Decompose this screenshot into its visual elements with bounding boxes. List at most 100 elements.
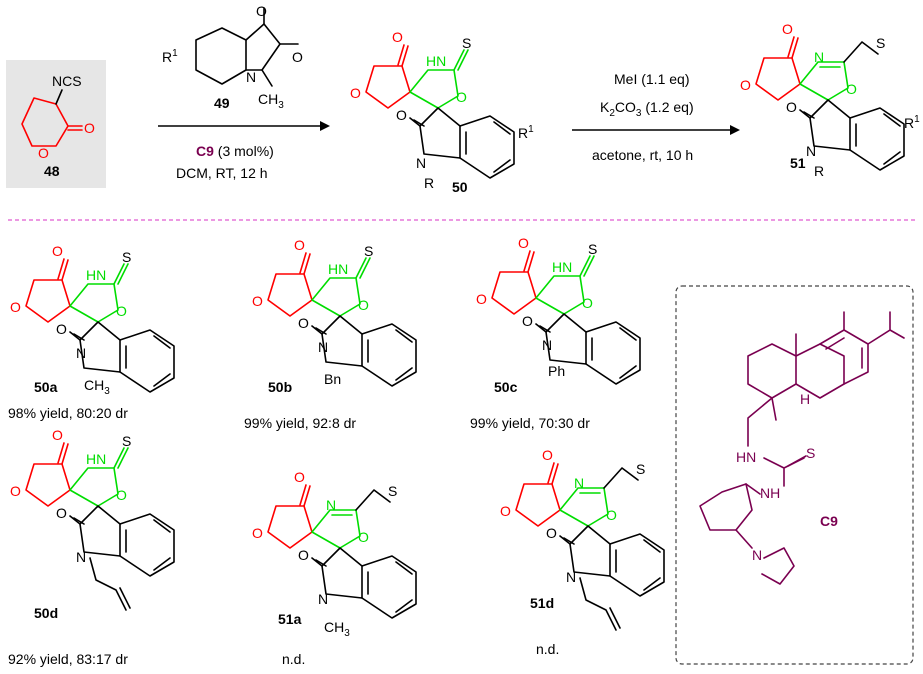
svg-text:R1: R1 bbox=[518, 124, 534, 141]
svg-text:O: O bbox=[476, 291, 487, 307]
compound-label-50b: 50b bbox=[268, 379, 292, 395]
result-50b: 99% yield, 92:8 dr bbox=[244, 415, 356, 431]
atom-o-ring-48: O bbox=[38, 145, 49, 161]
atom-ch3-isatin: CH3 bbox=[258, 91, 284, 111]
svg-text:O: O bbox=[298, 547, 309, 563]
catalyst-box bbox=[675, 285, 914, 665]
compound-label-51: 51 bbox=[790, 155, 806, 171]
svg-text:O: O bbox=[782, 21, 793, 37]
structure-c9: H HN S NH N bbox=[699, 311, 905, 585]
structure-50d: O O HN S O O N bbox=[10, 427, 175, 611]
structure-50b: O O HN S O O N Bn bbox=[252, 237, 417, 387]
atom-n-isatin: N bbox=[246, 69, 256, 85]
svg-text:O: O bbox=[116, 487, 127, 503]
svg-text:N: N bbox=[752, 547, 762, 563]
svg-text:O: O bbox=[298, 315, 309, 331]
result-50c: 99% yield, 70:30 dr bbox=[470, 415, 590, 431]
svg-text:S: S bbox=[122, 433, 131, 449]
svg-text:HN: HN bbox=[552, 259, 572, 275]
svg-text:N: N bbox=[76, 345, 86, 361]
svg-text:HN: HN bbox=[86, 267, 106, 283]
svg-text:S: S bbox=[636, 461, 645, 477]
svg-text:HN: HN bbox=[736, 449, 756, 465]
compound-label-50d: 50d bbox=[34, 605, 58, 621]
svg-text:O: O bbox=[500, 503, 511, 519]
svg-text:S: S bbox=[462, 35, 471, 51]
atom-o-isatin-2: O bbox=[292, 49, 303, 65]
svg-text:O: O bbox=[252, 525, 263, 541]
svg-text:N: N bbox=[416, 155, 426, 171]
result-50d: 92% yield, 83:17 dr bbox=[8, 651, 128, 667]
svg-text:O: O bbox=[582, 295, 593, 311]
svg-text:N: N bbox=[806, 143, 816, 159]
step1-catalyst: C9 (3 mol%) bbox=[196, 143, 274, 159]
structure-49: O O N CH3 R1 bbox=[162, 3, 303, 111]
atom-o-isatin-3: O bbox=[256, 3, 267, 19]
svg-text:O: O bbox=[740, 77, 751, 93]
svg-text:S: S bbox=[388, 483, 397, 499]
svg-text:HN: HN bbox=[86, 451, 106, 467]
svg-text:O: O bbox=[358, 297, 369, 313]
svg-text:O: O bbox=[518, 235, 529, 251]
svg-text:O: O bbox=[252, 293, 263, 309]
svg-text:O: O bbox=[56, 505, 67, 521]
structure-48: NCS O O bbox=[21, 73, 95, 161]
svg-text:O: O bbox=[52, 243, 63, 259]
svg-text:HN: HN bbox=[426, 53, 446, 69]
svg-text:N: N bbox=[318, 339, 328, 355]
compound-label-50c: 50c bbox=[494, 379, 518, 395]
compound-label-48: 48 bbox=[44, 163, 60, 179]
atom-r1-isatin: R1 bbox=[162, 48, 178, 65]
svg-text:O: O bbox=[606, 507, 617, 523]
svg-text:O: O bbox=[350, 85, 361, 101]
structure-50: O O HN S O O N R R1 bbox=[350, 29, 534, 191]
compound-label-49: 49 bbox=[214, 95, 230, 111]
svg-text:O: O bbox=[116, 303, 127, 319]
svg-text:S: S bbox=[588, 241, 597, 257]
svg-text:O: O bbox=[542, 447, 553, 463]
svg-text:Ph: Ph bbox=[548, 363, 565, 379]
svg-text:O: O bbox=[546, 525, 557, 541]
svg-text:O: O bbox=[846, 81, 857, 97]
svg-text:NH: NH bbox=[760, 485, 780, 501]
structure-51a: O O N S O O N CH3 bbox=[252, 469, 417, 639]
svg-text:O: O bbox=[52, 427, 63, 443]
svg-text:S: S bbox=[876, 35, 885, 51]
svg-text:N: N bbox=[542, 337, 552, 353]
step1-conditions: DCM, RT, 12 h bbox=[176, 165, 268, 181]
compound-label-50a: 50a bbox=[34, 379, 58, 395]
svg-text:O: O bbox=[358, 529, 369, 545]
compound-label-50: 50 bbox=[452, 179, 468, 195]
svg-text:CH3: CH3 bbox=[324, 619, 350, 639]
compound-label-c9: C9 bbox=[820, 513, 838, 529]
svg-text:O: O bbox=[10, 299, 21, 315]
svg-text:N: N bbox=[814, 49, 824, 65]
svg-text:S: S bbox=[122, 249, 131, 265]
arrow-head-2 bbox=[730, 125, 740, 135]
svg-text:CH3: CH3 bbox=[84, 377, 110, 397]
step2-conditions: acetone, rt, 10 h bbox=[592, 147, 693, 163]
result-51a: n.d. bbox=[282, 651, 305, 667]
compound-label-51d: 51d bbox=[530, 595, 554, 611]
atom-ncs: NCS bbox=[52, 73, 82, 89]
atom-o-carbonyl-48: O bbox=[84, 120, 95, 136]
svg-text:O: O bbox=[396, 107, 407, 123]
svg-text:H: H bbox=[800, 391, 810, 407]
svg-text:HN: HN bbox=[328, 261, 348, 277]
arrow-head-1 bbox=[320, 121, 330, 131]
svg-text:N: N bbox=[318, 591, 328, 607]
result-51d: n.d. bbox=[536, 641, 559, 657]
svg-text:O: O bbox=[392, 29, 403, 45]
step2-reagent2: K2CO3 (1.2 eq) bbox=[600, 99, 694, 119]
svg-text:O: O bbox=[294, 469, 305, 485]
step2-reagent1: MeI (1.1 eq) bbox=[614, 71, 689, 87]
svg-text:N: N bbox=[574, 475, 584, 491]
compound-label-51a: 51a bbox=[278, 611, 302, 627]
svg-text:R: R bbox=[814, 163, 824, 179]
svg-text:S: S bbox=[806, 445, 815, 461]
svg-text:R1: R1 bbox=[904, 114, 920, 131]
structure-50a: O O HN S O O N CH3 bbox=[10, 243, 175, 397]
svg-text:S: S bbox=[364, 243, 373, 259]
svg-text:N: N bbox=[326, 497, 336, 513]
